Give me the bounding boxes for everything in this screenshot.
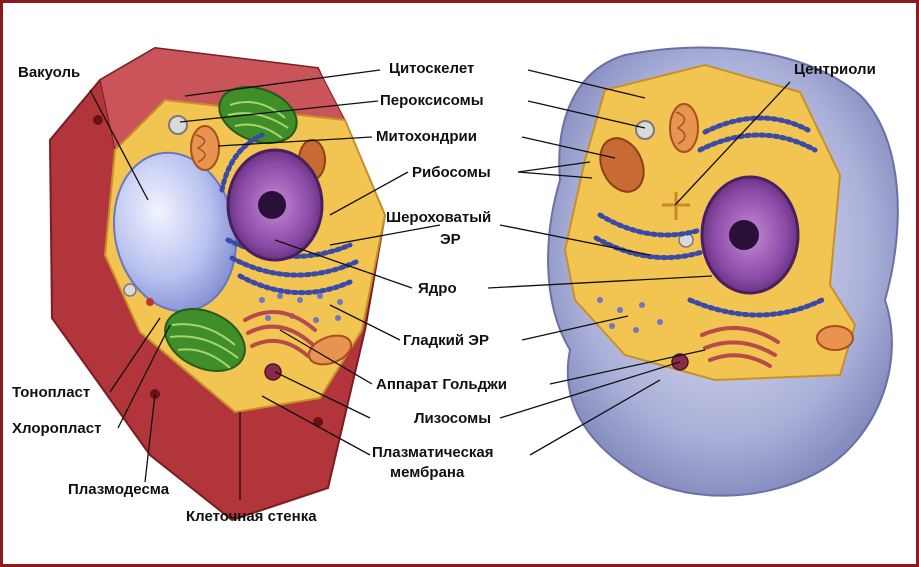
peroxisome-animal [635, 120, 655, 140]
mitochondrion-animal-1 [599, 137, 645, 193]
label-smooth-er: Гладкий ЭР [403, 332, 489, 349]
chloroplast-top [218, 85, 298, 145]
label-lysosomes: Лизосомы [414, 410, 491, 427]
label-ribosomes: Рибосомы [412, 164, 491, 181]
nucleus-plant [226, 148, 324, 262]
label-peroxisomes: Пероксисомы [380, 92, 484, 109]
golgi-animal [700, 325, 780, 368]
mitochondrion-animal-2 [669, 103, 699, 153]
lysosome-plant [264, 363, 282, 381]
chloroplast-bottom [164, 308, 246, 372]
label-chloroplast: Хлоропласт [12, 420, 101, 437]
label-rough-er-line1: Шероховатый [386, 209, 491, 226]
nucleus-animal [700, 175, 800, 295]
labels: Вакуоль Цитоскелет Центриоли Пероксисомы… [12, 60, 876, 525]
mitochondrion-animal-3 [816, 325, 854, 351]
mitochondrion-plant-1 [190, 125, 220, 171]
golgi-plant [243, 310, 317, 358]
label-plasma-membrane-line2: мембрана [390, 464, 465, 481]
label-rough-er-line2: ЭР [440, 231, 461, 248]
leader-lines [89, 69, 791, 500]
label-vacuole: Вакуоль [18, 64, 80, 81]
smooth-er-animal [597, 297, 663, 333]
centrioles [662, 192, 690, 220]
label-plasmodesma: Плазмодесма [68, 481, 170, 498]
animal-cell [547, 46, 899, 497]
label-mitochondria: Митохондрии [376, 128, 477, 145]
peroxisome-plant [168, 115, 188, 135]
label-golgi: Аппарат Гольджи [376, 376, 507, 393]
label-plasma-membrane-line1: Плазматическая [372, 444, 494, 461]
label-tonoplast: Тонопласт [12, 384, 90, 401]
vesicle [123, 283, 137, 297]
label-centrioles: Центриоли [794, 61, 876, 78]
label-nucleus: Ядро [418, 280, 457, 297]
label-cell-wall: Клеточная стенка [186, 508, 317, 525]
vesicle [146, 298, 154, 306]
label-cytoskeleton: Цитоскелет [389, 60, 474, 77]
rough-er-animal [593, 115, 825, 318]
plant-cell [48, 46, 387, 522]
